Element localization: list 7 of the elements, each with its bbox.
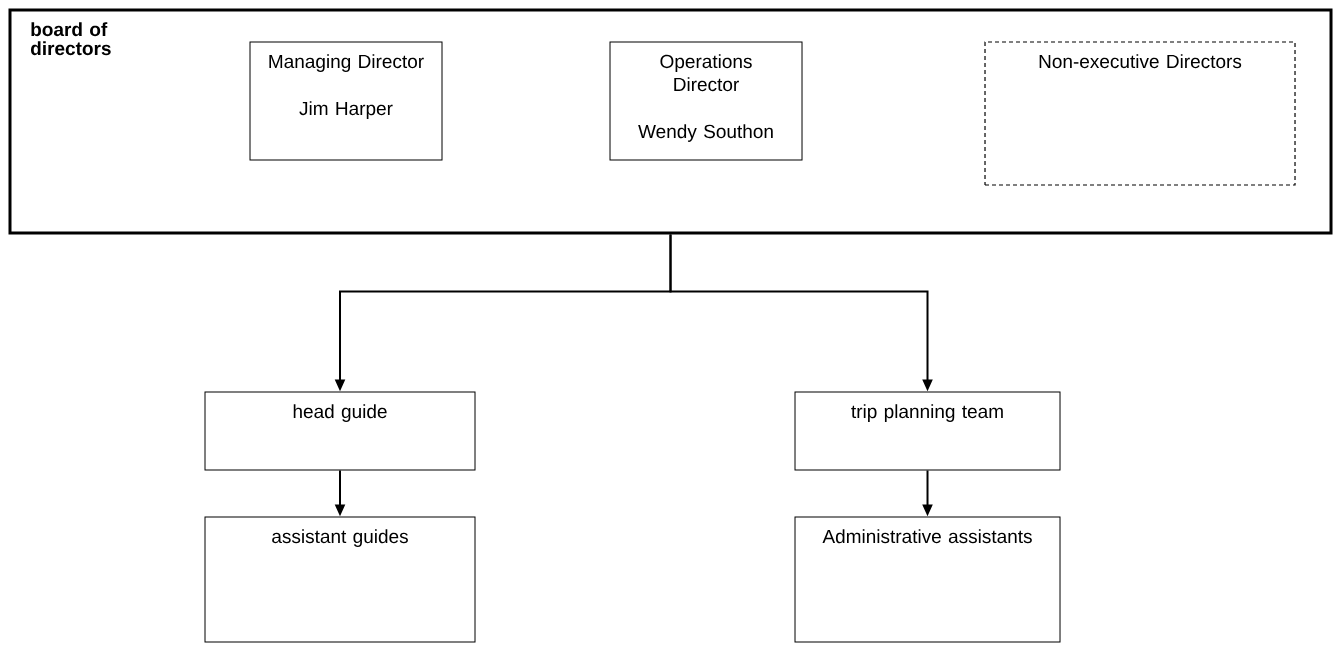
role-box: trip planning team <box>794 391 1061 471</box>
role-box: assistant guides <box>204 516 476 643</box>
role-box: Operations Director Wendy Southon <box>609 41 803 161</box>
dashed-box: Non-executive Directors <box>984 41 1296 186</box>
role-box: Administrative assistants <box>794 516 1061 643</box>
role-box: head guide <box>204 391 476 471</box>
role-box: Managing Director Jim Harper <box>249 41 443 161</box>
